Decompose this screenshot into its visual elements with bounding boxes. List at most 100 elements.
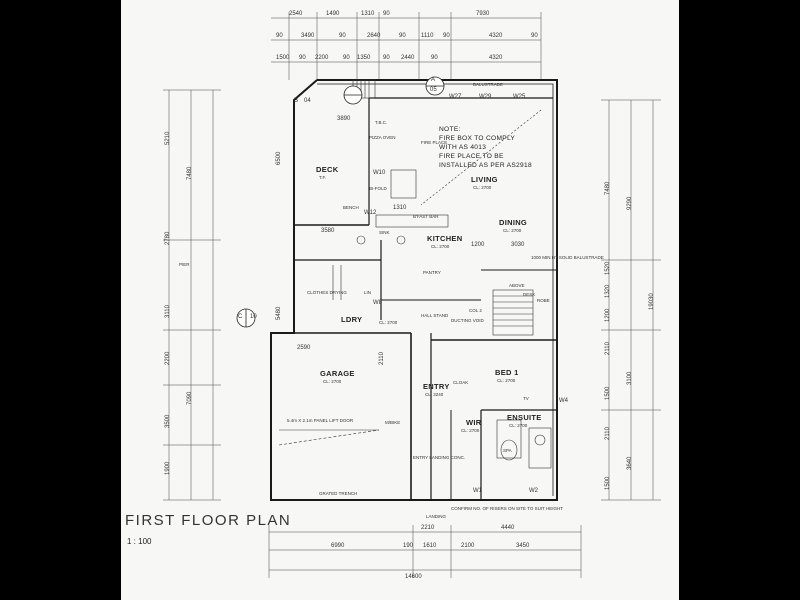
section-marker-c-sheet: 10: [250, 314, 257, 320]
dim-top3-0: 1500: [276, 55, 290, 61]
dim-right-9: 2110: [605, 427, 611, 440]
dim-left-2: 2780: [165, 231, 171, 245]
label-above: ABOVE: [509, 283, 525, 288]
label-bench: BENCH: [343, 205, 359, 210]
dim-top1-2: 1310: [361, 11, 375, 17]
fireplace-note-line4: FIRE PLACE TO BE: [439, 153, 504, 160]
room-pantry: PANTRY: [423, 270, 441, 275]
label-col2: COL 2: [469, 308, 482, 313]
room-kitchen: KITCHEN: [427, 234, 463, 243]
label-cloak: CLOAK: [453, 380, 469, 385]
dim-top2-8: 90: [531, 33, 538, 39]
dim-top3-5: 90: [383, 55, 390, 61]
dim-garage-width: 2590: [297, 345, 311, 351]
label-m-bike: M/BIKE: [385, 420, 401, 425]
dim-right-2: 1520: [605, 261, 611, 275]
label-pizza-oven: PIZZA OVEN: [369, 135, 396, 140]
dim-top2-3: 2640: [367, 33, 381, 39]
room-wir-sub: CL: 2700: [461, 428, 480, 433]
dim-living-depth: 6500: [276, 151, 282, 165]
section-markers: [236, 76, 445, 328]
dim-left-3: 3110: [165, 305, 171, 318]
dim-bottom2-2: 1610: [423, 543, 437, 549]
window-w4: W4: [559, 398, 568, 404]
dim-top2-4: 90: [399, 33, 406, 39]
dim-bottom2-1: 190: [403, 543, 414, 549]
dim-left-0: 5210: [165, 131, 171, 145]
dim-kitchen-1: 1200: [471, 242, 485, 248]
dim-bottom1-0: 2210: [421, 525, 435, 531]
dim-right-0: 7480: [605, 181, 611, 195]
room-deck-sub: T.F.: [319, 175, 327, 180]
dim-top1-0: 2540: [289, 11, 303, 17]
dim-right-1: 9290: [627, 196, 633, 210]
room-bed1: BED 1: [495, 368, 519, 377]
label-tv: TV: [523, 396, 529, 401]
dim-top1-1: 1490: [326, 11, 340, 17]
dim-left-4: 2200: [165, 351, 171, 365]
dim-top3-8: 4320: [489, 55, 503, 61]
dim-top3-4: 1350: [357, 55, 371, 61]
room-wir: WIR: [466, 418, 482, 427]
dim-right-11: 1500: [605, 476, 611, 490]
drawing-scale: 1 : 100: [127, 537, 152, 546]
dim-garage-depth: 2110: [379, 352, 385, 365]
label-solid-balustrade: 1000 MIN HT SOLID BALUSTRADE: [531, 255, 604, 260]
room-garage-sub: CL: 2700: [323, 379, 342, 384]
dim-left-6: 3500: [165, 414, 171, 428]
label-bfast-bar: B'FAST BAR: [413, 214, 439, 219]
section-marker-a-letter: A: [431, 77, 436, 83]
dim-right-7: 3100: [627, 371, 633, 385]
window-w1: W1: [473, 488, 482, 494]
walls: [270, 79, 558, 501]
label-robe: ROBE: [537, 298, 550, 303]
dim-top3-1: 90: [299, 55, 306, 61]
dim-top3-6: 2440: [401, 55, 415, 61]
label-clothes-drying: CLOTHES DRYING: [307, 290, 347, 295]
dim-top2-7: 4320: [489, 33, 503, 39]
stairs: [352, 79, 534, 336]
window-w8: W8: [373, 300, 382, 306]
window-w12: W12: [364, 210, 377, 216]
drawing-title: FIRST FLOOR PLAN: [125, 512, 292, 529]
window-w2: W2: [529, 488, 538, 494]
room-dining-sub: CL: 2700: [503, 228, 522, 233]
room-dining: DINING: [499, 218, 528, 227]
dim-top2-6: 90: [443, 33, 450, 39]
room-kitchen-sub: CL: 2700: [431, 244, 450, 249]
dim-left-5: 7090: [187, 391, 193, 405]
label-riser-note: CONFIRM NO. OF RISERS ON SITE TO SUIT HE…: [451, 506, 564, 511]
fixtures: [278, 109, 552, 469]
room-ensuite-sub: CL: 2700: [509, 423, 528, 428]
dim-right-10: 3640: [627, 456, 633, 470]
room-garage: GARAGE: [320, 369, 355, 378]
label-tbc: T.B.C.: [375, 120, 388, 125]
label-bi-fold: BI-FOLD: [369, 186, 387, 191]
section-marker-b-sheet: 04: [304, 98, 311, 104]
floor-plan-drawing: [163, 12, 661, 578]
dim-top3-7: 90: [431, 55, 438, 61]
label-hall-stand: HALL STAND: [421, 313, 449, 318]
dim-bottom1-1: 4440: [501, 525, 515, 531]
dim-right-6: 2110: [605, 342, 611, 355]
dimension-lines: [163, 12, 661, 578]
room-entry-sub: CL: 3240: [425, 392, 444, 397]
label-balustrade: BALUSTRADE: [473, 82, 504, 87]
label-grated-trench: GRATED TRENCH: [319, 491, 358, 496]
dim-top1-4: 7930: [476, 11, 490, 17]
dim-right-5: 19030: [649, 293, 655, 310]
label-pier: PIER: [179, 262, 190, 267]
dim-right-4: 1200: [605, 308, 611, 322]
label-sink: SINK: [379, 230, 390, 235]
dim-kitchen-2: 3030: [511, 242, 525, 248]
dim-deck-width: 3890: [337, 116, 351, 122]
dim-top2-0: 90: [276, 33, 283, 39]
dim-bottom2-3: 2100: [461, 543, 475, 549]
dim-top2-5: 1110: [421, 33, 434, 39]
label-landing: LANDING: [426, 514, 447, 519]
fireplace-note-line1: NOTE:: [439, 126, 461, 133]
dim-right-3: 1320: [605, 284, 611, 298]
dim-right-8: 1500: [605, 386, 611, 400]
dim-top1-3: 90: [383, 11, 390, 17]
section-marker-b-letter: B: [294, 98, 299, 104]
